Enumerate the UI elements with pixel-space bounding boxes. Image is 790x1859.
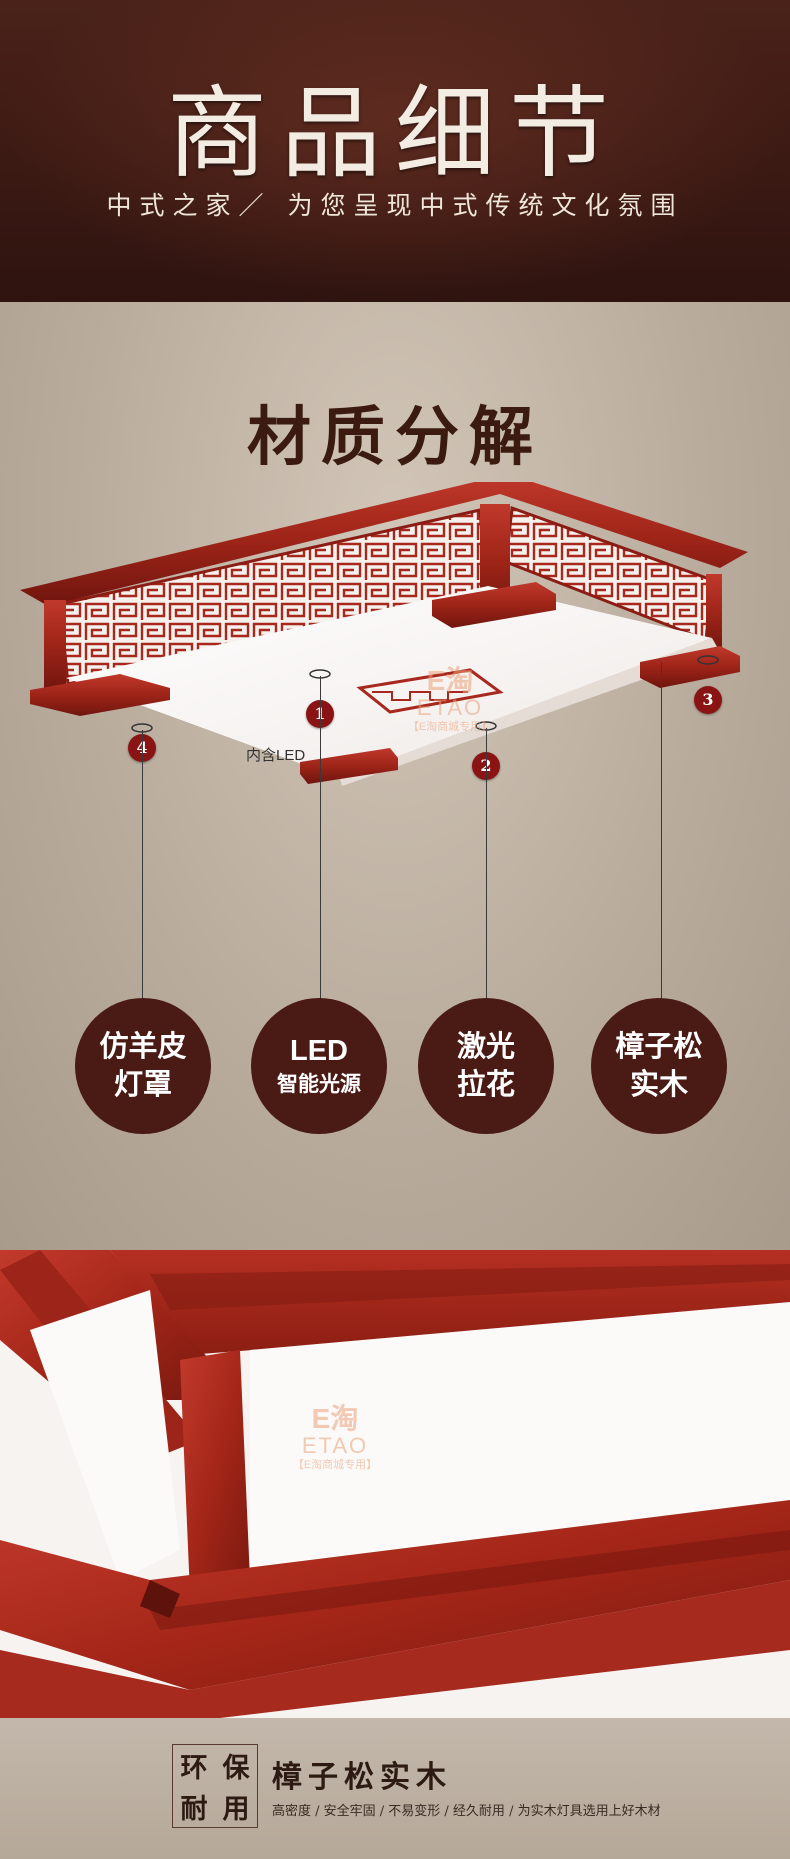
watermark-name: ETAO [301, 1433, 369, 1458]
wood-frame-closeup: E淘 ETAO 【E淘商城专用】 [0, 1250, 790, 1718]
callout-3: 3 [694, 686, 722, 714]
closeup-illustration [0, 1250, 790, 1718]
leader-line-2 [486, 728, 487, 1010]
leader-line-4 [142, 730, 143, 1010]
material-title: 材质分解 [247, 400, 543, 475]
header-subtitle: 中式之家／ 为您呈现中式传统文化氛围 [106, 191, 684, 220]
watermark-logo: E淘 [426, 665, 474, 696]
material-circle-sheepskin-shade: 仿羊皮 灯罩 [75, 998, 211, 1134]
header-title: 商品细节 [167, 75, 623, 192]
circle-line1: 激光 [456, 1031, 515, 1063]
details-header-banner: 商品细节 中式之家／ 为您呈现中式传统文化氛围 [0, 0, 790, 302]
stamp-char: 保 [222, 1753, 250, 1784]
watermark-tag: 【E淘商城专用】 [292, 1459, 378, 1471]
circle-line2: 实木 [629, 1069, 688, 1101]
stamp-char: 耐 [180, 1794, 208, 1825]
material-circle-pine-wood: 樟子松 实木 [591, 998, 727, 1134]
material-circle-led-light: LED 智能光源 [251, 998, 387, 1134]
material-circle-laser-cut: 激光 拉花 [418, 998, 554, 1134]
circle-line2: 灯罩 [113, 1069, 172, 1101]
circle-line2: 拉花 [456, 1069, 515, 1101]
lamp-illustration [20, 482, 748, 786]
circle-line1: 仿羊皮 [99, 1031, 187, 1063]
leader-line-1 [320, 676, 321, 1010]
watermark-logo: E淘 [311, 1403, 359, 1434]
eco-durable-stamp: 环 保 耐 用 [172, 1744, 258, 1828]
stamp-char: 环 [180, 1753, 208, 1784]
circle-line2: 智能光源 [277, 1073, 361, 1096]
watermark: E淘 ETAO 【E淘商城专用】 [285, 1404, 385, 1472]
leader-line-3 [661, 662, 662, 1010]
led-note: 内含LED [246, 747, 306, 764]
material-breakdown-section: 材质分解 [0, 302, 790, 1250]
footer-title: 樟子松实木 [272, 1760, 452, 1795]
watermark-name: ETAO [416, 695, 484, 720]
stamp-char: 用 [222, 1794, 250, 1825]
circle-line1: LED [290, 1035, 348, 1067]
footer-banner [0, 1718, 790, 1859]
circle-line1: 樟子松 [615, 1031, 703, 1063]
footer-description: 高密度 / 安全牢固 / 不易变形 / 经久耐用 / 为实木灯具选用上好木材 [272, 1804, 661, 1819]
watermark-tag: 【E淘商城专用】 [407, 721, 493, 733]
watermark: E淘 ETAO 【E淘商城专用】 [400, 666, 500, 734]
